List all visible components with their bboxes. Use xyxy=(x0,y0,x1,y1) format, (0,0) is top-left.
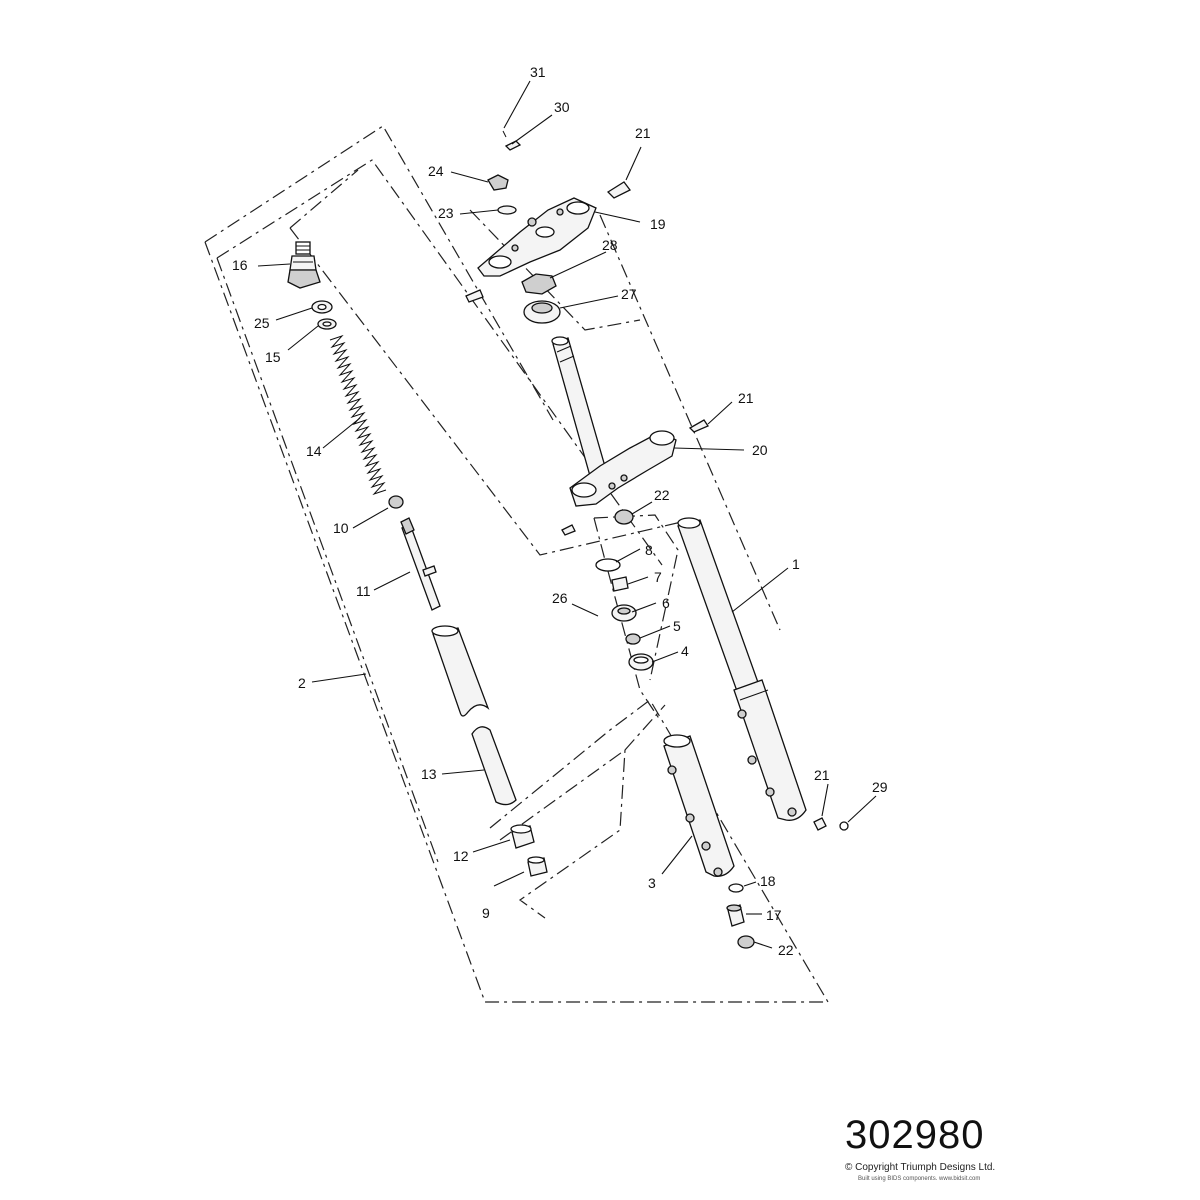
callout-9: 9 xyxy=(482,905,490,921)
callout-29: 29 xyxy=(872,779,888,795)
callout-21-middle: 21 xyxy=(738,390,754,406)
bolt-part-21-lower xyxy=(813,817,827,831)
callout-13: 13 xyxy=(421,766,437,782)
callout-22-bottom: 22 xyxy=(778,942,794,958)
callout-30: 30 xyxy=(554,99,570,115)
clip-part-30 xyxy=(504,140,522,151)
washer-part-23 xyxy=(497,205,517,215)
plug-part-29 xyxy=(839,821,849,831)
bolt-part-17 xyxy=(726,904,745,927)
callout-19: 19 xyxy=(650,216,666,232)
callout-17: 17 xyxy=(766,907,782,923)
seal-part-8 xyxy=(595,558,621,572)
callout-2: 2 xyxy=(298,675,306,691)
damper-rod-part-11 xyxy=(400,517,441,611)
callout-5: 5 xyxy=(673,618,681,634)
bush-part-4 xyxy=(628,653,654,671)
callout-28: 28 xyxy=(602,237,618,253)
callout-10: 10 xyxy=(333,520,349,536)
callout-27: 27 xyxy=(621,286,637,302)
cap-part-22-bottom xyxy=(737,935,755,949)
nut-part-28 xyxy=(521,273,557,295)
callout-23: 23 xyxy=(438,205,454,221)
nut-part-24 xyxy=(487,174,509,191)
pinch-bolt-lower-yoke xyxy=(561,524,576,536)
callout-21-lower: 21 xyxy=(814,767,830,783)
fork-leg-part-1 xyxy=(677,517,807,821)
callout-labels: 31 30 21 24 23 19 28 27 16 25 15 14 10 1… xyxy=(232,64,888,958)
assembly-boundary-lines xyxy=(204,125,830,1003)
callout-20: 20 xyxy=(752,442,768,458)
callout-22-top: 22 xyxy=(654,487,670,503)
callout-26: 26 xyxy=(552,590,568,606)
callout-15: 15 xyxy=(265,349,281,365)
diagram-reference-number: 302980 xyxy=(845,1113,985,1157)
top-yoke-part-19 xyxy=(477,197,597,277)
callout-14: 14 xyxy=(306,443,322,459)
callout-31: 31 xyxy=(530,64,546,80)
callout-16: 16 xyxy=(232,257,248,273)
callout-12: 12 xyxy=(453,848,469,864)
callout-24: 24 xyxy=(428,163,444,179)
bolt-part-21-top xyxy=(606,181,631,199)
callout-11: 11 xyxy=(356,583,371,599)
spring-part-14 xyxy=(329,334,387,496)
bush-part-9 xyxy=(527,856,548,877)
top-cap-part-16 xyxy=(287,241,321,289)
callout-6: 6 xyxy=(662,595,670,611)
callout-18: 18 xyxy=(760,873,776,889)
spacer-part-10 xyxy=(388,495,404,509)
leader-lines xyxy=(257,80,877,949)
washer-part-18 xyxy=(728,883,744,893)
washer-part-25-hole xyxy=(317,303,327,311)
adjuster-part-27 xyxy=(523,300,561,324)
bush-part-7 xyxy=(611,576,629,592)
pin-part-31 xyxy=(502,130,507,138)
tube-part-13 xyxy=(431,625,517,806)
callout-25: 25 xyxy=(254,315,270,331)
callout-3: 3 xyxy=(648,875,656,891)
callout-7: 7 xyxy=(654,569,662,585)
bolt-part-21-middle xyxy=(688,419,709,433)
lower-leg-part-3 xyxy=(663,734,735,877)
bearing-part-6 xyxy=(611,604,637,622)
callout-1: 1 xyxy=(792,556,800,572)
copyright-notice: © Copyright Triumph Designs Ltd. xyxy=(845,1162,996,1173)
steering-stem xyxy=(551,336,607,477)
pinch-bolt-top-yoke xyxy=(465,289,484,303)
callout-4: 4 xyxy=(681,643,689,659)
cap-part-22-top xyxy=(614,509,634,525)
washer-part-5 xyxy=(625,633,641,645)
washer-part-15-hole xyxy=(322,321,332,327)
callout-21-top: 21 xyxy=(635,125,651,141)
callout-8: 8 xyxy=(645,542,653,558)
credit-line: Built using BIDS components. www.bidsit.… xyxy=(858,1176,981,1182)
bush-part-12 xyxy=(510,824,535,849)
lower-yoke-part-20 xyxy=(569,430,677,507)
